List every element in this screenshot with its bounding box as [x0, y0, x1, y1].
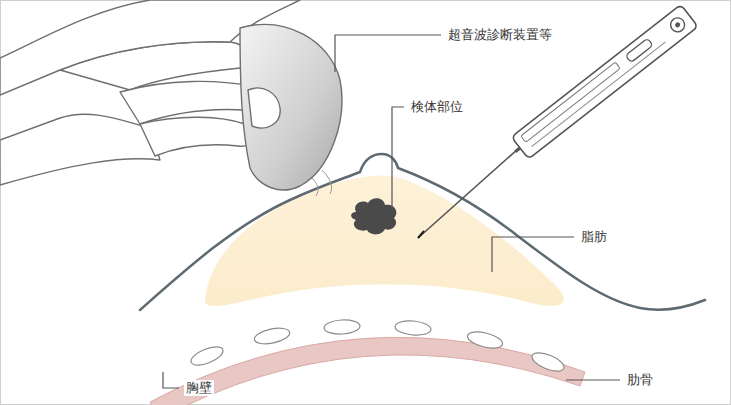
- part-label: 超音波診断装置等: [446, 27, 554, 43]
- part-label: 検体部位: [409, 99, 465, 115]
- part-label: 脂肪: [579, 229, 609, 245]
- leader-lines: [163, 35, 620, 388]
- fat-tissue: [205, 176, 564, 306]
- ribs: [189, 319, 567, 375]
- chest-wall: [150, 337, 585, 405]
- hand-with-probe: [0, 0, 342, 196]
- skin-outline: [140, 154, 705, 310]
- part-label: 肋骨: [625, 372, 655, 388]
- specimen-lesion: [351, 198, 396, 234]
- biopsy-needle-device: [418, 5, 698, 238]
- part-label: 胸壁: [184, 380, 214, 396]
